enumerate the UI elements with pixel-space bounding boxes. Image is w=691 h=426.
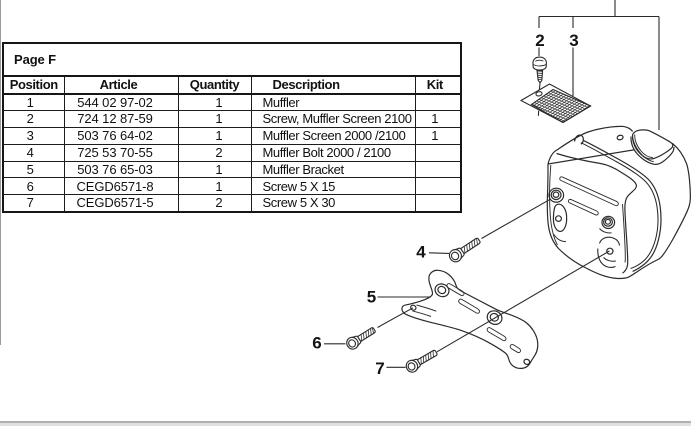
svg-text:2: 2 [535,31,544,50]
svg-text:3: 3 [569,31,578,50]
svg-text:7: 7 [375,359,384,378]
svg-text:6: 6 [312,334,321,353]
svg-text:4: 4 [416,243,426,262]
svg-text:5: 5 [367,288,376,307]
